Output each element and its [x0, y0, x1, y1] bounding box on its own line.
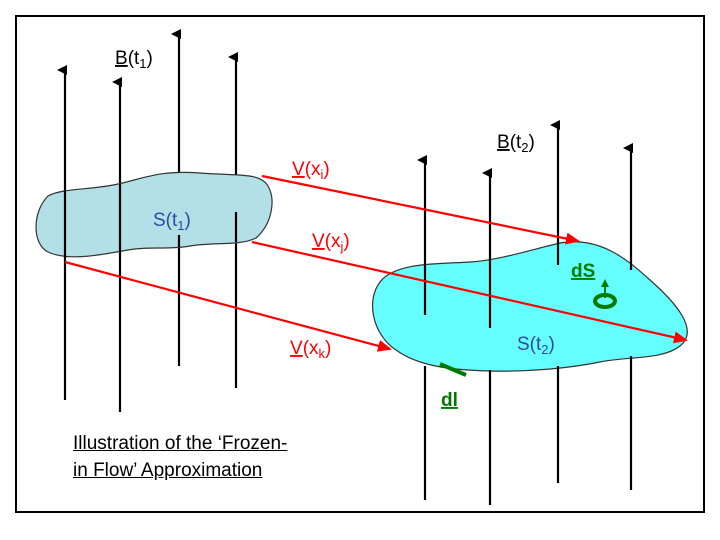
velocity-arrow-k [64, 260, 392, 352]
label-ds: dS [571, 261, 595, 282]
field-lines-t1-front [63, 184, 238, 258]
velocity-arrows [64, 174, 688, 352]
label-s-t1: S(t1) [153, 210, 191, 233]
area-element-ds [593, 279, 617, 309]
label-b-t1: B(t1) [115, 48, 153, 71]
diagram-caption: Illustration of the ‘Frozen- in Flow’ Ap… [73, 430, 373, 484]
label-dl: dl [441, 390, 458, 411]
velocity-arrow-i [261, 174, 580, 245]
line-element-dl [439, 362, 467, 377]
label-v-xk: V(xk) [290, 338, 331, 361]
field-lines-t2 [417, 120, 633, 505]
label-b-t2: B(t2) [497, 132, 535, 155]
label-v-xj: V(xj) [312, 231, 350, 254]
velocity-arrow-j [251, 240, 688, 344]
ds-normal-arrowhead [601, 279, 609, 287]
label-s-t2: S(t2) [517, 334, 555, 357]
surface-t2 [372, 241, 688, 372]
caption-line-1: Illustration of the ‘Frozen- [73, 433, 288, 454]
surface-t1 [35, 171, 273, 258]
caption-line-2: in Flow’ Approximation [73, 460, 263, 481]
label-v-xi: V(xi) [292, 159, 330, 182]
